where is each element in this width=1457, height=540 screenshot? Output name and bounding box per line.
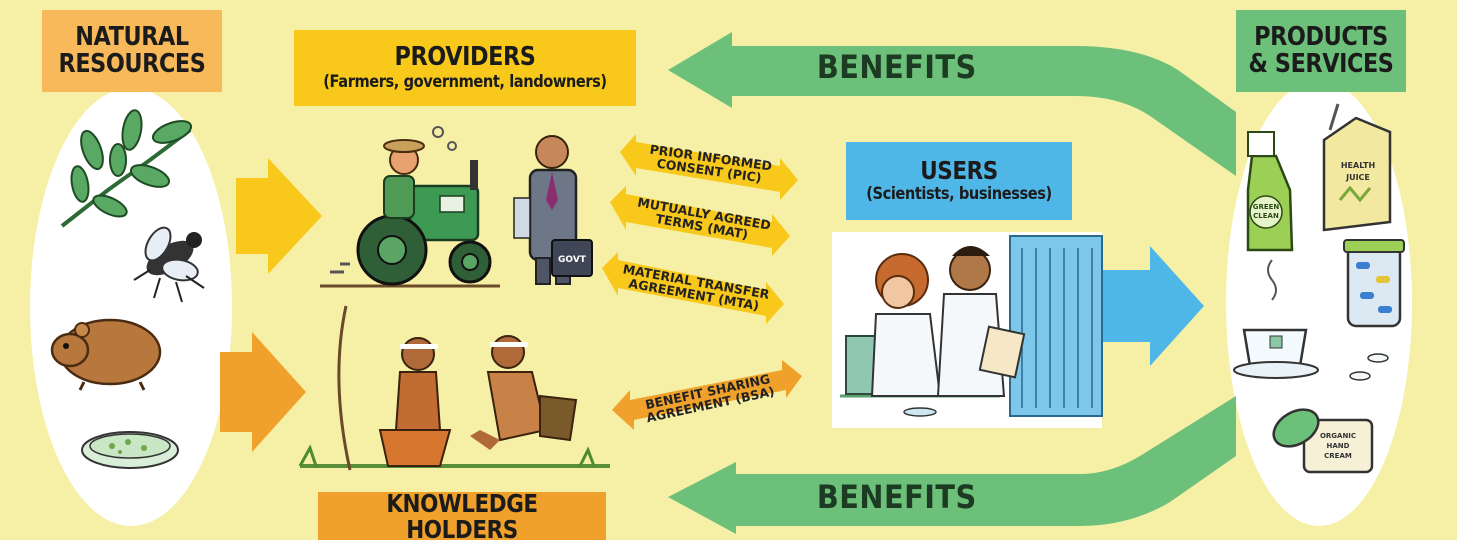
natural-resources-label-bg — [42, 10, 222, 92]
juice-carton-icon: HEALTH JUICE — [1322, 103, 1392, 232]
fly-icon — [133, 226, 205, 303]
providers-subtitle: (Farmers, government, landowners) — [323, 71, 607, 92]
teacup-icon — [1233, 259, 1319, 379]
cream-label-line3: CREAM — [1324, 452, 1352, 460]
blue-arrow-right — [1098, 246, 1204, 366]
scientists-lab-illustration — [832, 232, 1103, 428]
users-subtitle: (Scientists, businesses) — [866, 184, 1052, 205]
benefits-bottom-label: BENEFITS — [816, 478, 977, 516]
leaf-branch-icon — [60, 109, 193, 228]
pill-jar-icon — [1343, 239, 1405, 328]
natural-resources-line1: NATURAL — [75, 21, 189, 52]
juice-label-line2: JUICE — [1345, 173, 1370, 182]
juice-label-line1: HEALTH — [1341, 161, 1375, 170]
products-label: PRODUCTS & SERVICES — [1248, 12, 1394, 90]
spray-label-line1: GREEN — [1253, 203, 1280, 211]
benefits-top-arrow — [668, 32, 1236, 176]
users-label-bg — [846, 142, 1072, 220]
petri-dish-icon — [81, 431, 179, 469]
knowledge-holders-label-bg — [318, 492, 606, 540]
indigenous-people-illustration — [298, 305, 610, 471]
cream-jar-icon: ORGANIC HAND CREAM — [1272, 353, 1389, 474]
orange-arrow-right — [220, 332, 306, 452]
government-official-illustration: GOVT — [513, 135, 593, 285]
benefits-bottom-arrow — [668, 396, 1236, 534]
natural-resources-label: NATURAL RESOURCES — [55, 12, 210, 90]
products-line1: PRODUCTS — [1254, 21, 1388, 52]
govt-briefcase-label: GOVT — [558, 255, 587, 265]
users-title: USERS — [920, 155, 998, 185]
providers-label: PROVIDERS (Farmers, government, landowne… — [318, 32, 612, 104]
providers-label-bg — [294, 30, 636, 106]
products-line2: & SERVICES — [1248, 49, 1394, 79]
products-label-bg — [1236, 10, 1406, 92]
natural-resources-line2: RESOURCES — [58, 49, 206, 79]
providers-title: PROVIDERS — [394, 42, 536, 73]
cream-label-line2: HAND — [1327, 442, 1350, 450]
agreement-arrows — [602, 134, 802, 430]
knowledge-holders-label: KNOWLEDGE HOLDERS — [338, 490, 586, 540]
yellow-arrow-right — [236, 158, 322, 274]
benefits-top-label: BENEFITS — [816, 48, 977, 86]
knowledge-holders-title: KNOWLEDGE HOLDERS — [386, 488, 538, 540]
farmer-tractor-illustration — [320, 126, 500, 288]
cream-label-line1: ORGANIC — [1320, 432, 1356, 440]
rodent-icon — [50, 318, 162, 391]
users-label: USERS (Scientists, businesses) — [862, 144, 1056, 218]
spray-bottle-icon: GREEN CLEAN — [1246, 131, 1294, 252]
spray-label-line2: CLEAN — [1253, 212, 1279, 220]
